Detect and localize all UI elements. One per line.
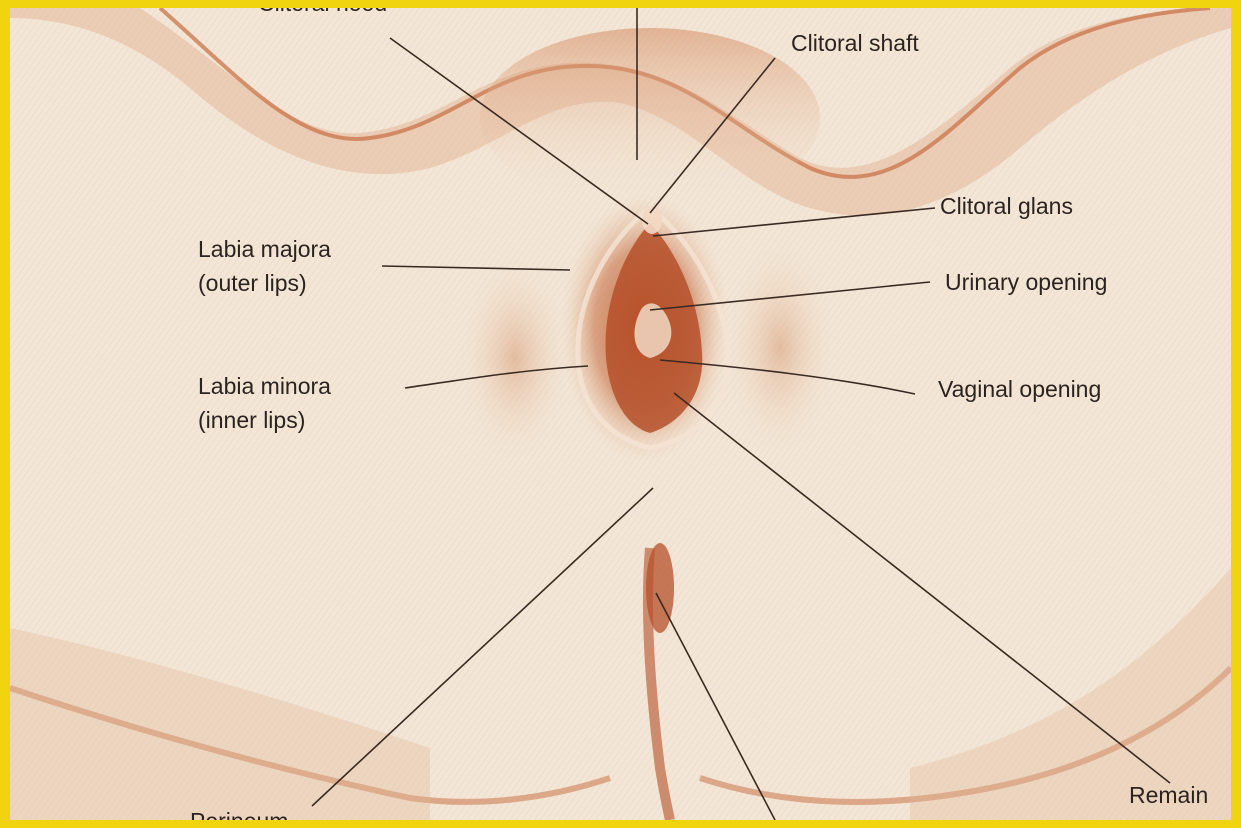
anatomy-illustration: Clitoral hood Clitoral shaft Clitoral gl… bbox=[10, 8, 1231, 820]
labia-majora-left-shade bbox=[455, 248, 575, 468]
label-labia-minora-line2: (inner lips) bbox=[198, 405, 305, 435]
label-urinary-opening: Urinary opening bbox=[945, 267, 1107, 297]
label-clitoral-shaft: Clitoral shaft bbox=[791, 28, 919, 58]
label-remain: Remain bbox=[1129, 780, 1208, 810]
label-vaginal-opening: Vaginal opening bbox=[938, 374, 1101, 404]
label-labia-minora-line1: Labia minora bbox=[198, 371, 331, 401]
label-clitoral-hood: Clitoral hood bbox=[258, 8, 387, 18]
label-labia-majora-line1: Labia majora bbox=[198, 234, 331, 264]
label-labia-majora-line2: (outer lips) bbox=[198, 268, 307, 298]
mons-shade bbox=[480, 28, 820, 208]
label-clitoral-glans: Clitoral glans bbox=[940, 191, 1073, 221]
label-perineum: Perineum bbox=[190, 806, 288, 820]
labia-majora-right-shade bbox=[720, 233, 840, 463]
anatomy-drawing bbox=[10, 8, 1231, 820]
